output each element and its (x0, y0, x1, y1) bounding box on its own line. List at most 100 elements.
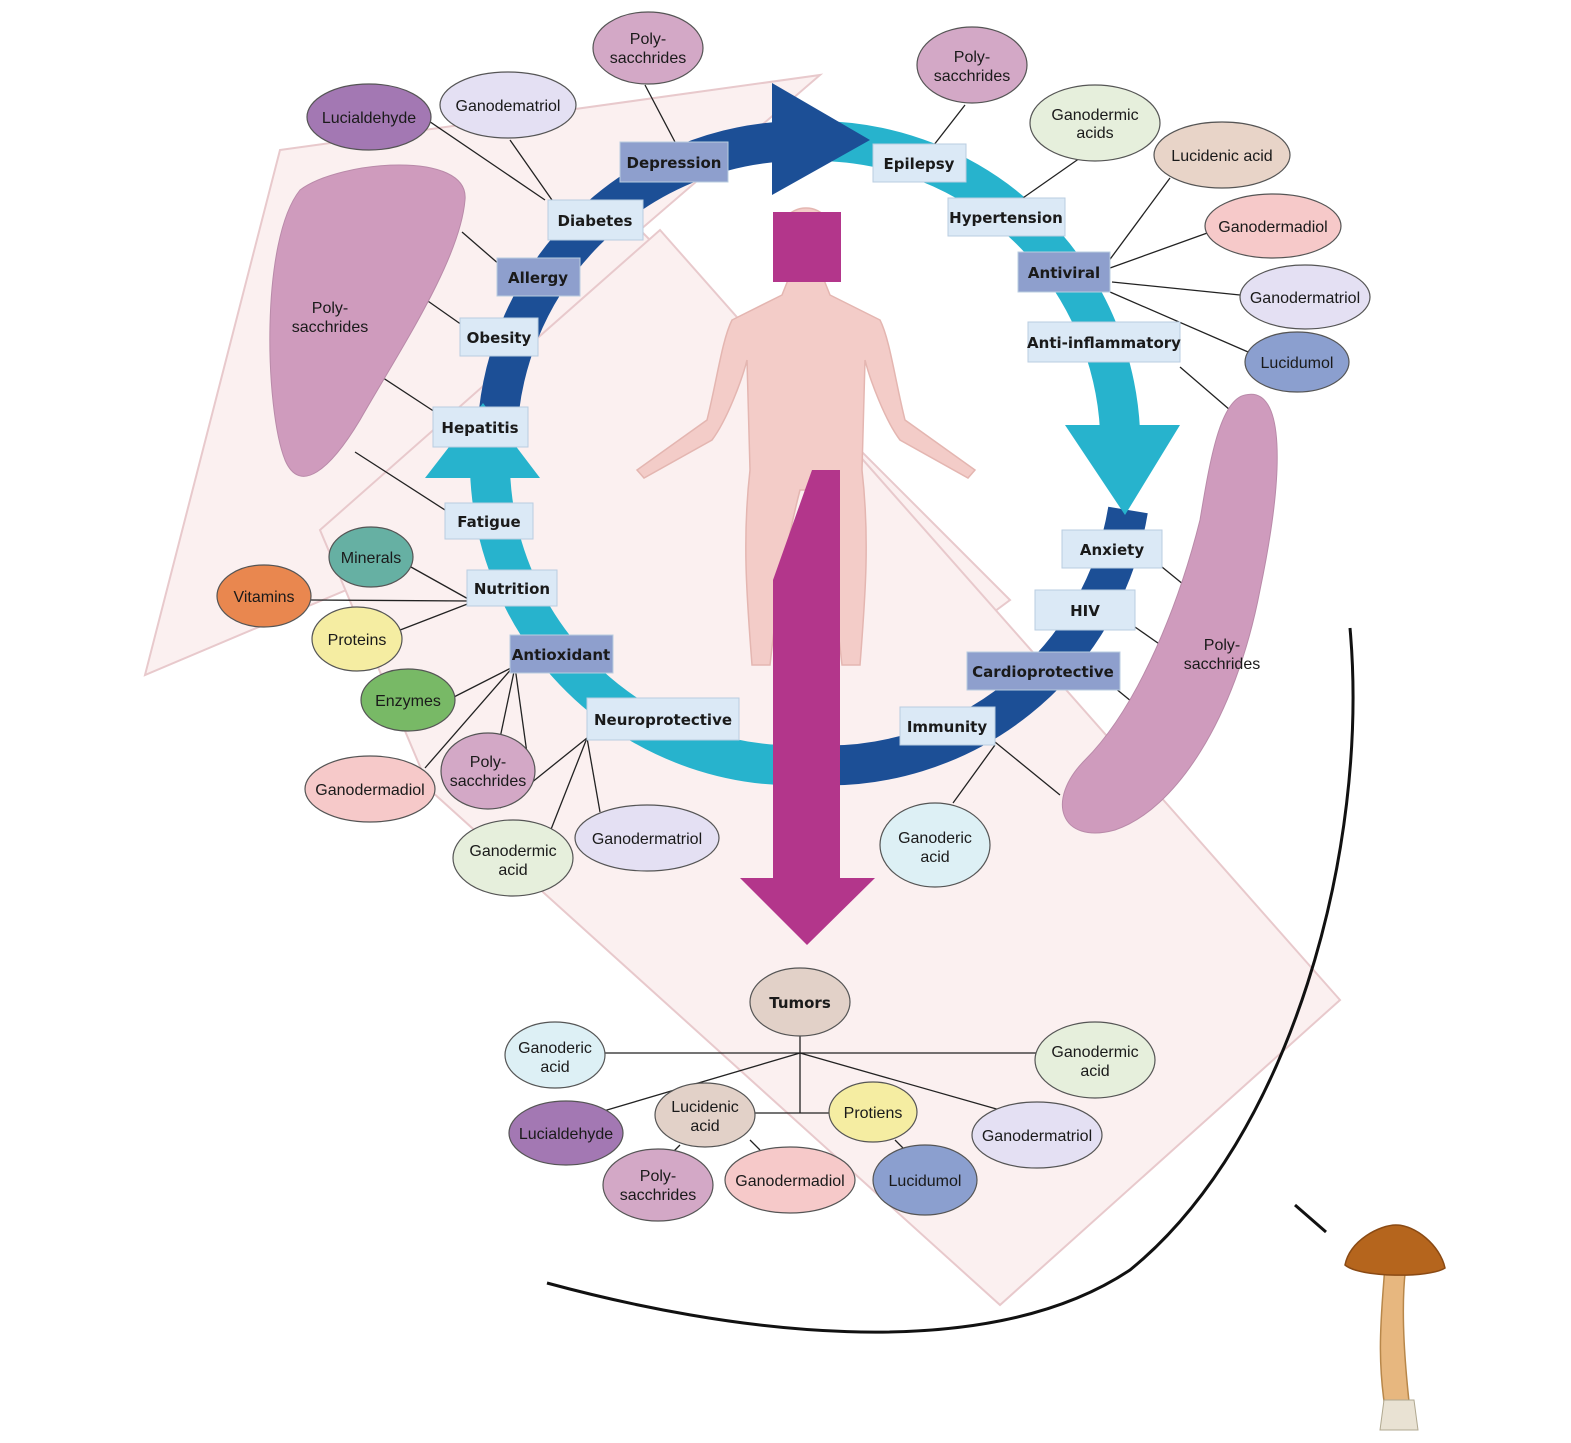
oval-polysacchrides-top-right (916, 26, 1028, 104)
label-tumor-ganodermatriol: Ganodermatriol (982, 1128, 1092, 1145)
oval-ganoderic-acid-right (879, 802, 991, 888)
box-hypertension (947, 197, 1066, 237)
connector-lines (309, 84, 1256, 1161)
label-proteins: Proteins (328, 632, 387, 649)
oval-tumor-ganodermadiol (724, 1146, 856, 1214)
oval-ganodermic-acids (1029, 84, 1161, 162)
label-ganodermic-acids-2: acids (1076, 125, 1113, 142)
label-tumors: Tumors (769, 994, 831, 1012)
label-ganoderic-acid-right-2: acid (920, 849, 949, 866)
ring-dark-arc-bottom-right (808, 506, 1148, 786)
label-tumor-lucialdehyde: Lucialdehyde (519, 1126, 613, 1143)
label-hypertension: Hypertension (949, 209, 1063, 227)
label-ganodematriol-top: Ganodematriol (456, 98, 561, 115)
box-neuroprotective (586, 697, 740, 741)
oval-tumor-lucidenic-acid (654, 1082, 756, 1148)
label-lucialdehyde-top: Lucialdehyde (322, 110, 416, 127)
oval-enzymes (360, 668, 456, 732)
label-anxiety: Anxiety (1080, 541, 1144, 559)
label-antioxidant: Antioxidant (512, 646, 610, 664)
label-antiviral: Antiviral (1028, 264, 1100, 282)
label-tumor-polysacchrides-2: sacchrides (620, 1187, 696, 1204)
oval-proteins (311, 606, 403, 672)
label-polysacchrides-left-1: Poly- (470, 754, 506, 771)
left-polysaccharide-lobe (269, 164, 466, 477)
box-diabetes (547, 199, 644, 241)
box-antioxidant (509, 634, 614, 674)
oval-lucidenic-acid-right (1153, 121, 1291, 189)
label-polysacchrides-top-right-1: Poly- (954, 49, 990, 66)
oval-tumor-lucialdehyde (508, 1100, 624, 1166)
label-cardioprotective: Cardioprotective (972, 663, 1114, 681)
oval-polysacchrides-left (440, 732, 536, 810)
label-anti-inflammatory: Anti-inflammatory (1027, 334, 1181, 352)
bracket-arc (546, 627, 1355, 1334)
label-ganodermic-acid-left-1: Ganodermic (469, 843, 556, 860)
label-polysacchrides-top-1: Poly- (630, 31, 666, 48)
box-antiviral (1017, 251, 1111, 293)
label-ganodermatriol-left: Ganodermatriol (592, 831, 702, 848)
label-tumor-ganodermadiol: Ganodermadiol (735, 1173, 844, 1190)
label-hepatitis: Hepatitis (441, 419, 518, 437)
ring-arrowhead-right (1065, 425, 1180, 515)
label-tumor-protiens: Protiens (844, 1105, 903, 1122)
label-tumor-polysacchrides-1: Poly- (640, 1168, 676, 1185)
label-polysacchrides-top-right-2: sacchrides (934, 68, 1010, 85)
oval-ganodermatriol-right (1239, 264, 1371, 330)
oval-tumor-ganodermic-acid (1034, 1021, 1156, 1099)
oval-ganodermic-acid-left (452, 819, 574, 897)
label-vitamins: Vitamins (233, 589, 294, 606)
magenta-arrow-shaft-upper (773, 212, 841, 282)
label-hiv: HIV (1070, 602, 1100, 620)
label-ganodermadiol-left: Ganodermadiol (315, 782, 424, 799)
label-diabetes: Diabetes (558, 212, 633, 230)
oval-tumor-ganodermatriol (971, 1101, 1103, 1169)
box-anti-inflammatory (1027, 321, 1181, 363)
box-hepatitis (432, 406, 529, 448)
label-fatigue: Fatigue (457, 513, 520, 531)
label-enzymes: Enzymes (375, 693, 441, 710)
compound-labels: Lucialdehyde Ganodematriol Poly- sacchri… (233, 31, 1360, 1204)
oval-ganodermatriol-left (574, 804, 720, 872)
label-left-lobe-1: Poly- (312, 300, 348, 317)
label-lucidumol-right: Lucidumol (1261, 355, 1334, 372)
label-polysacchrides-left-2: sacchrides (450, 773, 526, 790)
polysaccharide-lobes (269, 164, 1278, 834)
oval-ganodermadiol-left (304, 755, 436, 823)
box-anxiety (1061, 529, 1163, 569)
label-tumor-ganodermic-acid-2: acid (1080, 1063, 1109, 1080)
box-immunity (899, 706, 996, 746)
label-lucidenic-acid-right: Lucidenic acid (1171, 148, 1272, 165)
oval-vitamins (216, 564, 312, 628)
compound-ovals (216, 11, 1371, 1222)
label-tumor-lucidumol: Lucidumol (889, 1173, 962, 1190)
label-ganodermic-acids-1: Ganodermic (1051, 107, 1138, 124)
label-epilepsy: Epilepsy (884, 155, 955, 173)
label-tumor-ganoderic-acid-1: Ganoderic (518, 1040, 592, 1057)
label-polysacchrides-top-2: sacchrides (610, 50, 686, 67)
label-right-lobe-2: sacchrides (1184, 656, 1260, 673)
oval-tumors (749, 967, 851, 1037)
label-nutrition: Nutrition (474, 580, 550, 598)
box-fatigue (444, 502, 534, 540)
benefit-labels: Depression Epilepsy Diabetes Hypertensio… (441, 154, 1181, 736)
box-epilepsy (872, 143, 967, 183)
bracket-tick (1294, 1203, 1327, 1234)
magenta-arrow-head (740, 878, 875, 945)
ring-arrowhead-top (772, 83, 870, 195)
box-obesity (459, 317, 539, 357)
label-neuroprotective: Neuroprotective (594, 711, 732, 729)
ring-light-arc-bottom-left (470, 469, 811, 786)
benefit-boxes (432, 141, 1181, 746)
box-cardioprotective (966, 651, 1121, 691)
label-minerals: Minerals (341, 550, 401, 567)
oval-minerals (328, 526, 414, 588)
oval-tumor-polysacchrides (602, 1148, 714, 1222)
label-obesity: Obesity (467, 329, 532, 347)
label-tumor-ganodermic-acid-1: Ganodermic (1051, 1044, 1138, 1061)
right-polysaccharide-lobe (1061, 393, 1278, 834)
label-ganodermatriol-right: Ganodermatriol (1250, 290, 1360, 307)
oval-tumor-protiens (828, 1081, 918, 1143)
box-allergy (496, 257, 581, 297)
